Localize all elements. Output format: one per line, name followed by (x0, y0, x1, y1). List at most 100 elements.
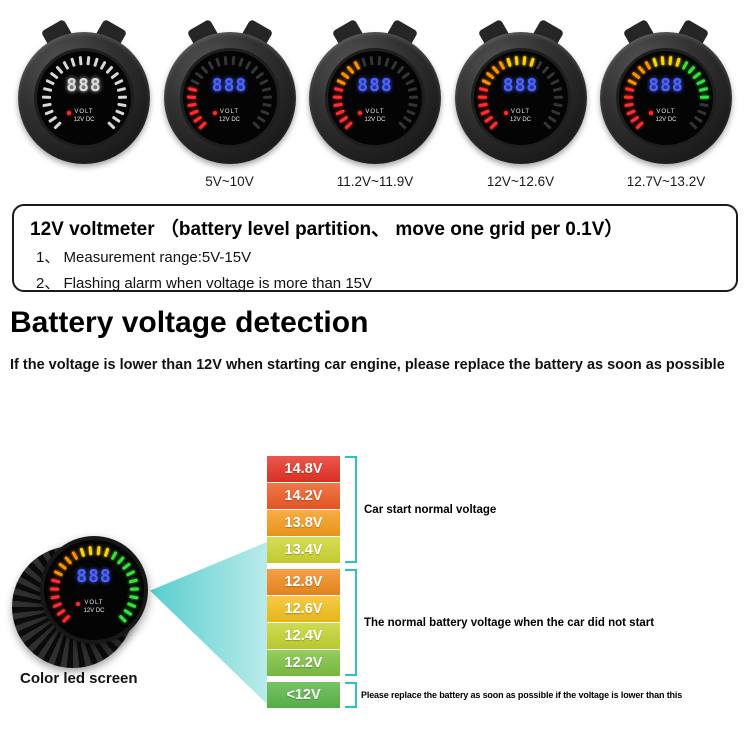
led-segment (383, 57, 390, 67)
voltage-cell: 12.8V (267, 569, 340, 595)
led-segment (116, 555, 125, 565)
led-segment (262, 95, 273, 99)
gauge-volt-label: VOLT (74, 109, 94, 115)
gauge-range-label: 5V~10V (205, 174, 254, 189)
product-gauge-face: 888 VOLT 12V DC (40, 536, 148, 644)
gauge-bezel: 888 VOLT 12V DC (600, 32, 732, 164)
led-segment (87, 545, 92, 555)
voltage-cell: 13.8V (267, 510, 340, 536)
group-caption: Car start normal voltage (364, 503, 497, 516)
voltage-cell: 12.6V (267, 596, 340, 622)
led-segment (79, 547, 85, 557)
led-segment (491, 64, 500, 74)
led-segment (78, 55, 83, 65)
gauge-bezel: 888 VOLT 12V DC (18, 32, 150, 164)
voltage-cell: 14.8V (267, 456, 340, 482)
led-segment (104, 64, 114, 74)
led-segment (660, 55, 665, 65)
led-segment (667, 55, 672, 65)
voltmeter-gauge: 888 VOLT 12V DC (14, 18, 154, 217)
led-segment (99, 60, 107, 70)
led-segment (390, 60, 398, 70)
gauge-dc-label: 12V DC (509, 117, 531, 123)
info-list-item: 1、 Measurement range:5V-15V (36, 249, 252, 266)
gauge-face: 888 VOLT 12V DC (470, 48, 571, 148)
led-segment (118, 614, 127, 623)
led-segment (506, 57, 512, 67)
led-segment (61, 60, 69, 70)
voltmeter-gauge: 888 VOLT 12V DC 5V~10V (160, 18, 300, 217)
led-segment (686, 64, 696, 74)
group-bracket (345, 569, 357, 676)
voltmeter-gauge: 888 VOLT 12V DC 12V~12.6V (451, 18, 591, 217)
power-led-icon (76, 602, 80, 606)
led-segment (514, 55, 519, 65)
led-segment (522, 55, 527, 65)
led-segment (49, 586, 59, 591)
led-segment (395, 64, 405, 74)
voltage-cell-label: 12.4V (284, 628, 323, 644)
led-segment (643, 60, 651, 70)
led-segment (369, 55, 374, 65)
gauge-volt-label: VOLT (84, 600, 104, 606)
group-bracket (345, 456, 357, 563)
gauge-range-label: 12.7V~13.2V (626, 174, 706, 189)
gauge-range-label: 12V~12.6V (486, 174, 555, 189)
gauge-bezel: 888 VOLT 12V DC (454, 32, 587, 164)
led-segment (244, 60, 252, 70)
gauge-display: 888 (76, 566, 112, 587)
gauge-face: 888 VOLT 12V DC (179, 48, 280, 148)
led-segment (262, 102, 272, 107)
gauge-bezel: 888 VOLT 12V DC (309, 32, 441, 164)
led-segment (110, 550, 118, 560)
led-segment (117, 95, 127, 99)
led-segment (529, 57, 535, 67)
gauge-volt-label: VOLT (510, 109, 531, 115)
led-segment (41, 95, 51, 99)
led-segment (238, 57, 244, 67)
led-segment (332, 95, 342, 99)
gauge-dc-label: 12V DC (655, 117, 677, 123)
gauge-dc-label: 12V DC (218, 117, 240, 123)
gauge-display: 888 (502, 75, 539, 96)
gauge-display: 888 (66, 75, 102, 96)
info-box: 12V voltmeter （battery level partition、 … (12, 204, 738, 292)
gauge-volt-label: VOLT (656, 109, 676, 115)
info-box-title: 12V voltmeter （battery level partition、 … (30, 219, 624, 240)
gauge-volt-label: VOLT (365, 109, 385, 115)
led-segment (128, 594, 139, 600)
gauge-display: 888 (357, 75, 393, 96)
led-segment (61, 614, 70, 623)
voltage-cells: 12.8V 12.6V 12.4V 12.2V (267, 569, 340, 676)
led-segment (477, 95, 488, 99)
product-photo: 888 VOLT 12V DC Color led screen (4, 530, 194, 690)
product-caption: Color led screen (20, 670, 138, 687)
led-segment (92, 57, 99, 67)
voltage-cells: 14.8V 14.2V 13.8V 13.4V (267, 456, 340, 563)
led-segment (699, 95, 709, 99)
gauge-face: 888 VOLT 12V DC (325, 48, 425, 148)
gauge-face: 888 VOLT 12V DC (616, 48, 716, 148)
led-segment (498, 60, 506, 70)
voltage-cell-label: 14.2V (284, 488, 323, 504)
group-caption: The normal battery voltage when the car … (364, 616, 655, 629)
gauge-dc-label: 12V DC (73, 117, 95, 123)
voltage-cell-label: 12.2V (284, 655, 323, 671)
group-bracket (345, 682, 357, 708)
gauge-bezel: 888 VOLT 12V DC (163, 32, 296, 164)
led-segment (231, 55, 236, 65)
voltage-cells: <12V (267, 682, 340, 708)
led-segment (63, 555, 72, 565)
voltage-cell-label: 12.6V (284, 601, 323, 617)
led-segment (698, 102, 709, 107)
voltage-cell: <12V (267, 682, 340, 708)
led-segment (215, 57, 221, 67)
led-segment (116, 102, 127, 107)
gauge-dc-label: 12V DC (83, 608, 105, 614)
led-segment (96, 545, 101, 555)
led-segment (85, 55, 90, 65)
voltage-cell-label: 13.4V (284, 542, 323, 558)
voltage-group: 14.8V 14.2V 13.8V 13.4V Car start normal vol… (267, 456, 496, 563)
